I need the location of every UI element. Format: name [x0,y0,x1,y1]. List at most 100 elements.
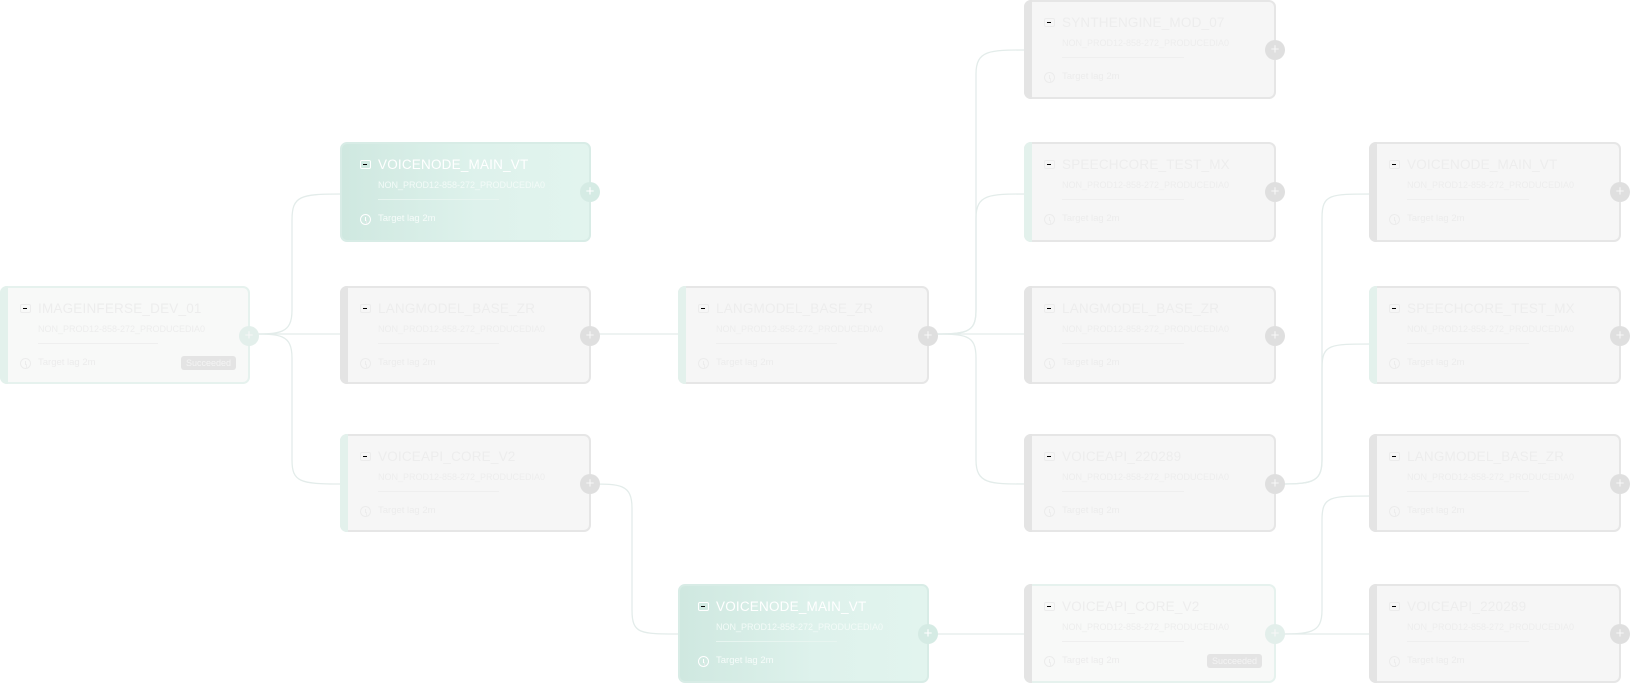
node-divider [716,343,837,344]
pipeline-node-voiceapi-220289[interactable]: VOICEAPI_220289 NON_PROD12-858-272_PRODU… [1369,584,1630,683]
node-target-lag: Target lag 2m [716,357,774,368]
add-node-button[interactable]: + [918,326,938,346]
folder-icon [1044,452,1055,461]
node-title: LANGMODEL_BASE_ZR [1062,301,1220,316]
pipeline-node-langmodel-base[interactable]: LANGMODEL_BASE_ZR NON_PROD12-858-272_PRO… [678,286,938,384]
folder-icon [1389,452,1400,461]
node-divider [1407,491,1529,492]
clock-icon [360,214,371,225]
add-node-button[interactable]: + [1610,474,1630,494]
add-node-button[interactable]: + [1265,182,1285,202]
edge-n4-n9 [927,333,1027,485]
edge-n9-n12 [1273,343,1373,485]
add-node-button[interactable]: + [1265,326,1285,346]
node-title: VOICEAPI_220289 [1062,449,1182,464]
node-title: SPEECHCORE_TEST_MX [1407,301,1575,316]
pipeline-node-langmodel-base[interactable]: LANGMODEL_BASE_ZR NON_PROD12-858-272_PRO… [340,286,600,384]
pipeline-node-voiceapi-core[interactable]: VOICEAPI_CORE_V2 NON_PROD12-858-272_PROD… [1024,584,1285,683]
node-divider [1062,491,1184,492]
node-target-lag: Target lag 2m [1407,655,1465,666]
add-node-button[interactable]: + [1265,40,1285,60]
pipeline-node-voicenode-main-selected[interactable]: VOICENODE_MAIN_VT NON_PROD12-858-272_PRO… [678,584,938,683]
node-subtitle: NON_PROD12-858-272_PRODUCEDIA0 [1062,324,1230,334]
node-target-lag: Target lag 2m [1062,655,1120,666]
folder-icon [1389,304,1400,313]
node-subtitle: NON_PROD12-858-272_PRODUCEDIA0 [1062,472,1230,482]
add-node-button[interactable]: + [580,182,600,202]
node-subtitle: NON_PROD12-858-272_PRODUCEDIA0 [378,324,546,334]
node-target-lag: Target lag 2m [1407,505,1465,516]
add-node-button[interactable]: + [1265,624,1285,644]
add-node-button[interactable]: + [1610,326,1630,346]
node-subtitle: NON_PROD12-858-272_PRODUCEDIA0 [716,324,884,334]
clock-icon [1044,506,1055,517]
node-target-lag: Target lag 2m [1062,357,1120,368]
node-title: SPEECHCORE_TEST_MX [1062,157,1230,172]
node-title: LANGMODEL_BASE_ZR [378,301,536,316]
pipeline-node-voiceapi-220289[interactable]: VOICEAPI_220289 NON_PROD12-858-272_PRODU… [1024,434,1285,532]
edge-n3-n5 [589,483,681,635]
status-badge: Succeeded [1206,654,1262,668]
add-node-button[interactable]: + [239,326,259,346]
node-target-lag: Target lag 2m [1407,357,1465,368]
pipeline-node-langmodel-base[interactable]: LANGMODEL_BASE_ZR NON_PROD12-858-272_PRO… [1024,286,1285,384]
node-subtitle: NON_PROD12-858-272_PRODUCEDIA0 [716,622,884,632]
node-title: VOICEAPI_CORE_V2 [378,449,516,464]
pipeline-node-voicenode-main[interactable]: VOICENODE_MAIN_VT NON_PROD12-858-272_PRO… [1369,142,1630,242]
folder-icon [20,304,31,313]
node-divider [1062,343,1184,344]
node-subtitle: NON_PROD12-858-272_PRODUCEDIA0 [1062,38,1230,48]
pipeline-node-speechcore[interactable]: SPEECHCORE_TEST_MX NON_PROD12-858-272_PR… [1369,286,1630,384]
folder-icon [698,304,709,313]
node-target-lag: Target lag 2m [1062,213,1120,224]
clock-icon [1044,214,1055,225]
clock-icon [1389,656,1400,667]
node-target-lag: Target lag 2m [378,505,436,516]
add-node-button[interactable]: + [918,624,938,644]
clock-icon [698,358,709,369]
node-title: VOICEAPI_CORE_V2 [1062,599,1200,614]
edge-n9-n11 [1273,193,1373,485]
folder-icon [1044,304,1055,313]
pipeline-node-imageinferse[interactable]: IMAGEINFERSE_DEV_01 NON_PROD12-858-272_P… [0,286,259,384]
node-subtitle: NON_PROD12-858-272_PRODUCEDIA0 [1407,180,1575,190]
folder-icon [1044,602,1055,611]
folder-icon [1044,160,1055,169]
folder-icon [1044,18,1055,27]
node-target-lag: Target lag 2m [1407,213,1465,224]
node-divider [1407,641,1529,642]
pipeline-node-speechcore[interactable]: SPEECHCORE_TEST_MX NON_PROD12-858-272_PR… [1024,142,1285,242]
clock-icon [1044,72,1055,83]
clock-icon [698,656,709,667]
add-node-button[interactable]: + [580,326,600,346]
pipeline-node-voiceapi-core[interactable]: VOICEAPI_CORE_V2 NON_PROD12-858-272_PROD… [340,434,600,532]
pipeline-node-synthengine[interactable]: SYNTHENGINE_MOD_07 NON_PROD12-858-272_PR… [1024,0,1285,99]
clock-icon [1389,506,1400,517]
node-title: SYNTHENGINE_MOD_07 [1062,15,1225,30]
add-node-button[interactable]: + [580,474,600,494]
folder-icon [1389,160,1400,169]
add-node-button[interactable]: + [1610,624,1630,644]
node-title: VOICEAPI_220289 [1407,599,1527,614]
pipeline-node-voicenode-main-selected[interactable]: VOICENODE_MAIN_VT NON_PROD12-858-272_PRO… [340,142,600,242]
node-subtitle: NON_PROD12-858-272_PRODUCEDIA0 [378,180,546,190]
add-node-button[interactable]: + [1265,474,1285,494]
clock-icon [1044,358,1055,369]
pipeline-node-langmodel-base[interactable]: LANGMODEL_BASE_ZR NON_PROD12-858-272_PRO… [1369,434,1630,532]
node-divider [378,199,499,200]
clock-icon [1389,358,1400,369]
node-title: LANGMODEL_BASE_ZR [716,301,874,316]
node-target-lag: Target lag 2m [38,357,96,368]
node-subtitle: NON_PROD12-858-272_PRODUCEDIA0 [38,324,206,334]
edge-n0-n1 [249,193,342,335]
clock-icon [360,506,371,517]
node-title: VOICENODE_MAIN_VT [378,157,529,172]
add-node-button[interactable]: + [1610,182,1630,202]
node-divider [1407,343,1529,344]
folder-icon [698,602,709,611]
node-subtitle: NON_PROD12-858-272_PRODUCEDIA0 [1407,324,1575,334]
node-divider [1062,199,1184,200]
node-divider [1062,57,1184,58]
node-subtitle: NON_PROD12-858-272_PRODUCEDIA0 [1062,622,1230,632]
